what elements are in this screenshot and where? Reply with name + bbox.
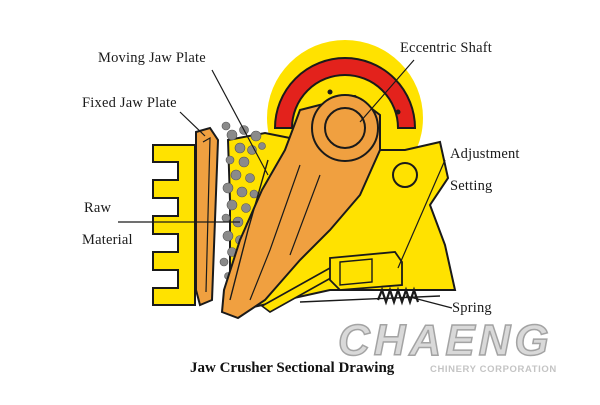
adjustment-rod bbox=[339, 258, 373, 286]
diagram-caption: Jaw Crusher Sectional Drawing bbox=[190, 360, 395, 376]
flywheel-ring bbox=[273, 57, 417, 129]
watermark-brand: CHAENG bbox=[337, 315, 553, 366]
adjustment-wheel bbox=[392, 162, 418, 188]
label-raw: Raw bbox=[84, 200, 112, 216]
watermark-subtitle: CHINERY CORPORATION bbox=[430, 364, 557, 375]
label-setting: Setting bbox=[450, 178, 493, 194]
fixed-jaw-plate bbox=[195, 126, 220, 307]
label-eccentric-shaft: Eccentric Shaft bbox=[400, 40, 492, 56]
label-material: Material bbox=[82, 232, 133, 248]
label-moving-jaw-plate: Moving Jaw Plate bbox=[98, 50, 206, 66]
leader-lines bbox=[118, 59, 453, 309]
tension-spring bbox=[376, 286, 420, 306]
fixed-jaw-plate-inner bbox=[202, 136, 211, 293]
spring-rod bbox=[299, 295, 441, 303]
label-spring: Spring bbox=[452, 300, 492, 316]
flywheel-bolt bbox=[395, 109, 401, 115]
fixed-jaw-frame bbox=[152, 144, 196, 306]
raw-material-stones bbox=[219, 121, 266, 280]
moving-jaw-plate-line bbox=[229, 159, 269, 301]
label-adjustment: Adjustment bbox=[450, 146, 520, 162]
moving-jaw-rib bbox=[249, 164, 321, 301]
label-fixed-jaw-plate: Fixed Jaw Plate bbox=[82, 95, 177, 111]
flywheel-bolt bbox=[327, 89, 333, 95]
eccentric-shaft bbox=[324, 107, 366, 149]
